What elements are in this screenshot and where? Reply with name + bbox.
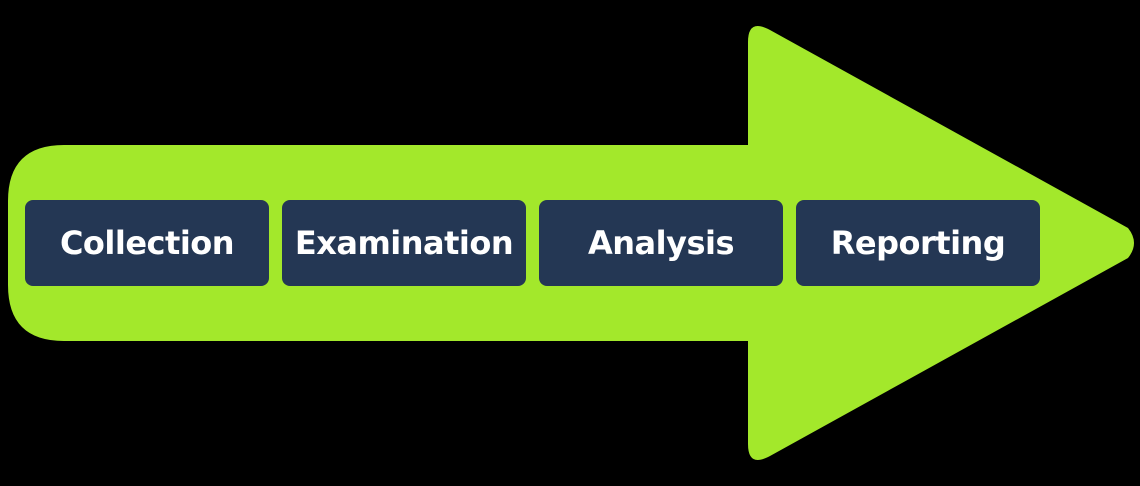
step-reporting: Reporting [796,200,1040,286]
step-label: Collection [59,224,235,262]
step-label: Reporting [830,224,1006,262]
step-analysis: Analysis [539,200,783,286]
step-collection: Collection [25,200,269,286]
step-label: Analysis [587,224,735,262]
step-examination: Examination [282,200,526,286]
step-label: Examination [294,224,514,262]
